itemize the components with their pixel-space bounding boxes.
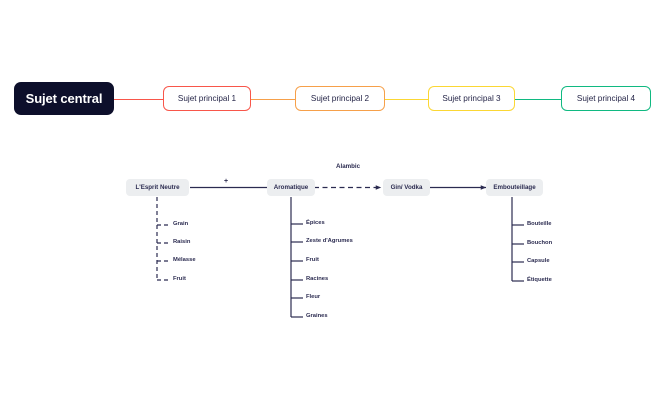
flow-node-gin-vodka[interactable]: Gin/ Vodka — [383, 179, 430, 196]
flow-node-esprit-neutre-label: L'Esprit Neutre — [135, 184, 180, 191]
branch-node-4-label: Sujet principal 4 — [576, 94, 636, 103]
sub-item-graines: Graines — [306, 313, 328, 319]
sub-item-fruit-2: Fruit — [306, 257, 319, 263]
sub-item-zeste: Zeste d'Agrumes — [306, 238, 353, 244]
branch-node-3-label: Sujet principal 3 — [442, 94, 501, 103]
connector-branch-3-to-4 — [515, 98, 561, 100]
sub-item-etiquette: Étiquette — [527, 277, 552, 283]
sub-item-capsule: Capsule — [527, 258, 550, 264]
connector-central-to-branch-1 — [114, 98, 163, 100]
sub-item-epices: Épices — [306, 220, 325, 226]
edge-label-alambic: Alambic — [336, 163, 361, 170]
sub-item-grain: Grain — [173, 221, 189, 227]
flow-node-embouteillage-label: Embouteillage — [493, 184, 536, 191]
branch-node-1-label: Sujet principal 1 — [177, 94, 237, 103]
sub-item-bouteille: Bouteille — [527, 221, 552, 227]
connector-branch-1-to-2 — [251, 98, 295, 100]
sub-item-melasse: Mélasse — [173, 257, 196, 263]
branch-node-1[interactable]: Sujet principal 1 — [163, 86, 251, 111]
connector-branch-2-to-3 — [385, 98, 428, 100]
branch-node-2-label: Sujet principal 2 — [310, 94, 370, 103]
sub-item-raisin: Raisin — [173, 239, 191, 245]
flow-node-aromatique[interactable]: Aromatique — [267, 179, 315, 196]
flow-node-gin-vodka-label: Gin/ Vodka — [390, 184, 423, 191]
branch-node-3[interactable]: Sujet principal 3 — [428, 86, 515, 111]
edge-label-plus: + — [224, 178, 229, 185]
sub-item-fruit-1: Fruit — [173, 276, 186, 282]
sub-item-racines: Racines — [306, 276, 329, 282]
sub-item-fleur: Fleur — [306, 294, 321, 300]
flow-node-embouteillage[interactable]: Embouteillage — [486, 179, 543, 196]
flow-node-esprit-neutre[interactable]: L'Esprit Neutre — [126, 179, 189, 196]
branch-node-4[interactable]: Sujet principal 4 — [561, 86, 651, 111]
central-node[interactable]: Sujet central — [14, 82, 114, 115]
branch-node-2[interactable]: Sujet principal 2 — [295, 86, 385, 111]
central-node-label: Sujet central — [25, 91, 103, 106]
flow-node-aromatique-label: Aromatique — [273, 184, 309, 191]
sub-item-bouchon: Bouchon — [527, 240, 553, 246]
